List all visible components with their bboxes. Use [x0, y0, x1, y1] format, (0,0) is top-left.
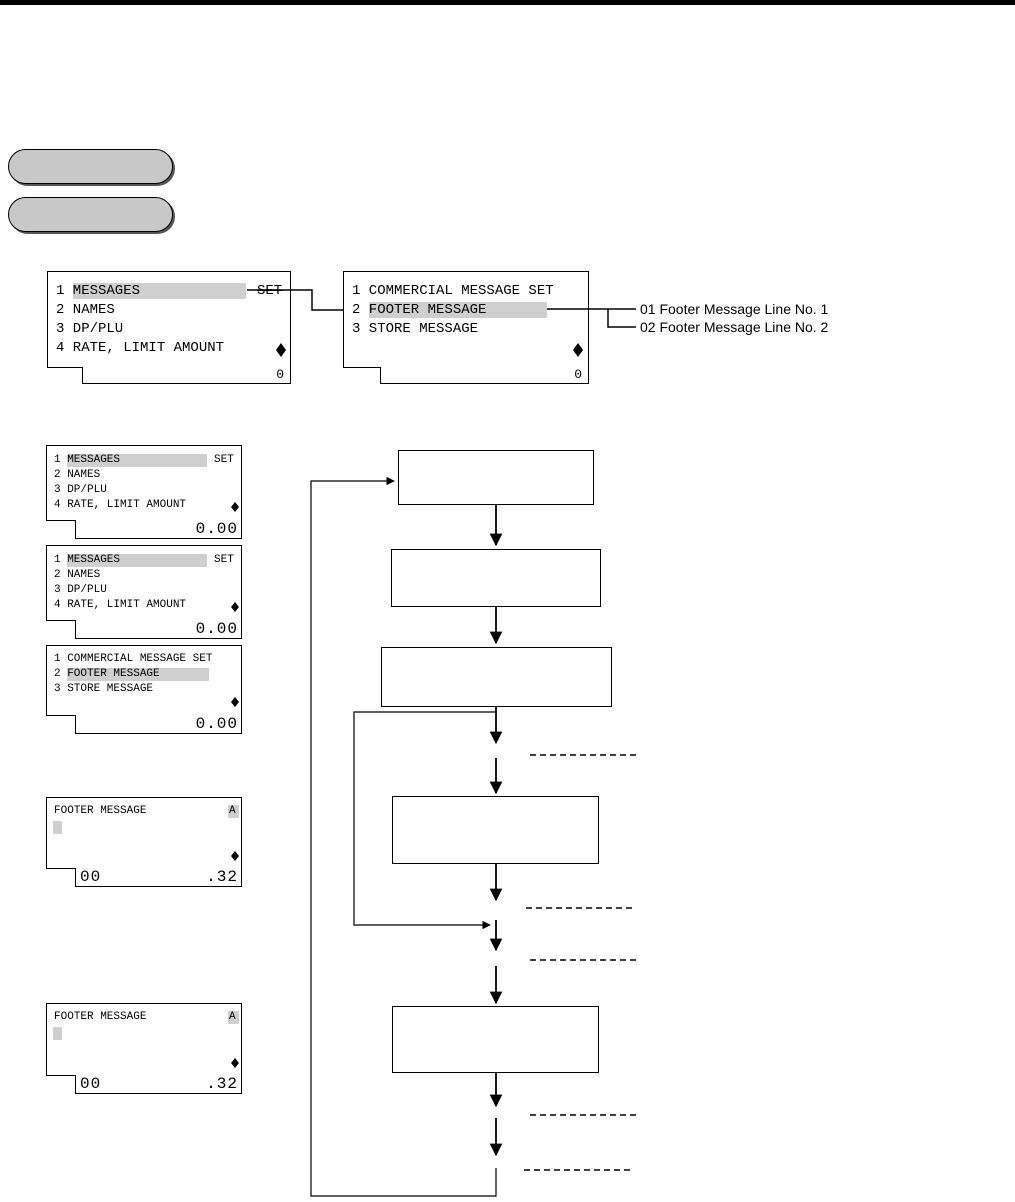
top-menu-status: 0 [82, 367, 291, 384]
mode-highlight [228, 805, 239, 818]
step-screen-5-status: 00 .32 [75, 1075, 242, 1094]
mode-key-pill-2 [8, 197, 173, 232]
set-label: SET [257, 283, 283, 299]
menu-item-names: 2 NAMES [54, 569, 101, 581]
scroll-up-icon [231, 851, 239, 856]
footer-message-title: FOOTER MESSAGE [54, 805, 147, 817]
menu-item-dp-plu: 3 DP/PLU [54, 584, 107, 596]
menu-item-names: 2 NAMES [54, 469, 101, 481]
sub-item-footer: 2 FOOTER MESSAGE [54, 668, 160, 680]
scroll-down-icon [231, 1063, 239, 1068]
scroll-up-icon [231, 502, 239, 507]
set-label: SET [214, 554, 234, 566]
step-screen-1-status: 0.00 [75, 520, 242, 539]
flow-step-box-5 [392, 1006, 599, 1073]
menu-highlight [67, 554, 207, 567]
menu-item-rate-limit: 4 RATE, LIMIT AMOUNT [56, 340, 225, 356]
sub-menu-display: 1 COMMERCIAL MESSAGE SET 2 FOOTER MESSAG… [343, 271, 589, 368]
scroll-down-icon [231, 856, 239, 861]
flow-step-box-3 [381, 647, 612, 707]
scroll-up-icon [231, 697, 239, 702]
scroll-down-icon [573, 350, 583, 357]
sub-item-commercial: 1 COMMERCIAL MESSAGE SET [352, 283, 554, 299]
cursor [53, 821, 62, 834]
menu-highlight [67, 454, 207, 467]
menu-to-submenu-connector [247, 289, 343, 311]
footer-message-title: FOOTER MESSAGE [54, 1011, 147, 1023]
cursor [53, 1027, 62, 1040]
step-screen-4-status: 00 .32 [75, 868, 242, 887]
menu-item-messages: 1 MESSAGES [54, 454, 121, 466]
sub-item-store: 3 STORE MESSAGE [352, 321, 479, 337]
scroll-up-icon [231, 602, 239, 607]
flow-step-box-1 [398, 450, 594, 505]
sub-menu-highlight [67, 668, 209, 681]
step-screen-2: 1 MESSAGES SET 2 NAMES 3 DP/PLU 4 RATE, … [46, 545, 242, 621]
scroll-up-icon [231, 1058, 239, 1063]
sub-menu-status: 0 [380, 367, 589, 384]
step-screen-2-status: 0.00 [75, 620, 242, 639]
step-screen-3: 1 COMMERCIAL MESSAGE SET 2 FOOTER MESSAG… [46, 645, 242, 716]
status-right: .32 [206, 868, 238, 886]
sub-item-footer: 2 FOOTER MESSAGE [352, 302, 487, 318]
top-menu-display: 1 MESSAGES SET 2 NAMES 3 DP/PLU 4 RATE, … [47, 271, 291, 368]
input-mode-indicator: A [229, 805, 236, 817]
scroll-down-icon [231, 702, 239, 707]
sub-item-store: 3 STORE MESSAGE [54, 683, 154, 695]
scroll-up-icon [573, 343, 583, 350]
status-left: 00 [80, 1075, 102, 1093]
menu-item-messages: 1 MESSAGES [54, 554, 121, 566]
step-screen-3-status: 0.00 [75, 715, 242, 734]
sub-menu-highlight [369, 302, 547, 318]
mode-key-pill-1 [8, 149, 173, 184]
flow-step-box-2 [391, 549, 601, 607]
set-label: SET [214, 454, 234, 466]
scroll-up-icon [276, 343, 286, 350]
menu-item-dp-plu: 3 DP/PLU [56, 321, 124, 337]
skip-loop-connector [353, 711, 496, 930]
scroll-down-icon [231, 507, 239, 512]
menu-item-names: 2 NAMES [56, 302, 115, 318]
menu-item-messages: 1 MESSAGES [56, 283, 141, 299]
sub-item-commercial: 1 COMMERCIAL MESSAGE SET [54, 653, 213, 665]
footer-line-2-label: 02 Footer Message Line No. 2 [640, 319, 829, 335]
mode-highlight [228, 1011, 239, 1024]
menu-highlight [73, 283, 246, 299]
repeat-loop-connector [310, 476, 497, 1197]
footer-line-1-label: 01 Footer Message Line No. 1 [640, 301, 829, 317]
footer-branch-connector [607, 309, 636, 328]
status-left: 00 [80, 868, 102, 886]
step-screen-1: 1 MESSAGES SET 2 NAMES 3 DP/PLU 4 RATE, … [46, 445, 242, 521]
top-rule [0, 0, 1015, 5]
scroll-down-icon [276, 350, 286, 357]
step-screen-5: FOOTER MESSAGE A [46, 1003, 242, 1076]
status-right: .32 [206, 1075, 238, 1093]
flow-step-box-4 [392, 796, 599, 864]
menu-item-dp-plu: 3 DP/PLU [54, 484, 107, 496]
input-mode-indicator: A [229, 1011, 236, 1023]
scroll-down-icon [231, 607, 239, 612]
menu-item-rate-limit: 4 RATE, LIMIT AMOUNT [54, 499, 187, 511]
menu-item-rate-limit: 4 RATE, LIMIT AMOUNT [54, 599, 187, 611]
step-screen-4: FOOTER MESSAGE A [46, 797, 242, 869]
